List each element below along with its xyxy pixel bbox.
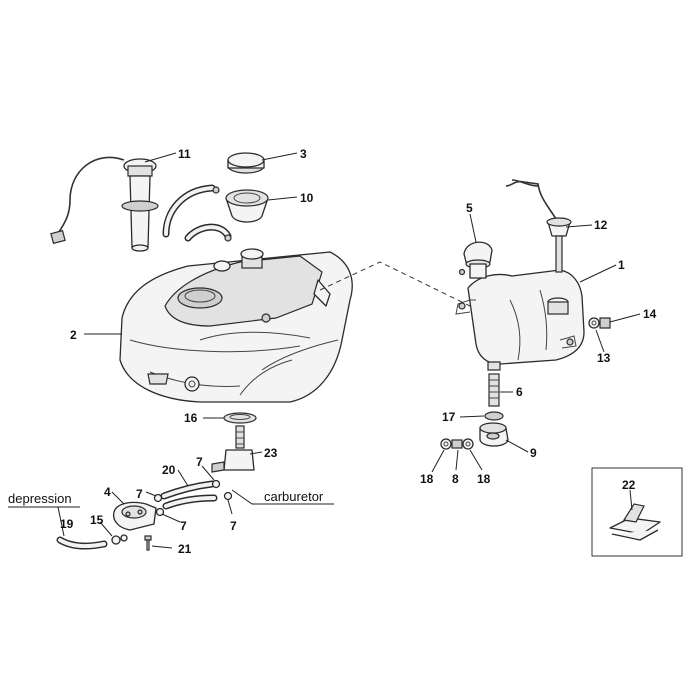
clip-nut-inset bbox=[591, 467, 683, 557]
fuel-tank bbox=[119, 248, 353, 403]
label-part-17: 17 bbox=[442, 410, 456, 424]
fuel-level-sensor bbox=[50, 156, 159, 252]
label-part-16: 16 bbox=[184, 411, 198, 425]
label-part-19: 19 bbox=[60, 517, 74, 531]
oil-tank bbox=[455, 269, 585, 371]
fuel-tap bbox=[211, 425, 255, 473]
breather-hose bbox=[162, 184, 232, 242]
clips-7 bbox=[153, 479, 233, 517]
label-part-7d: 7 bbox=[230, 519, 237, 533]
vacuum-hose bbox=[56, 536, 108, 550]
label-part-10: 10 bbox=[300, 191, 314, 205]
label-part-21: 21 bbox=[178, 542, 192, 556]
label-part-14: 14 bbox=[643, 307, 657, 321]
label-part-5: 5 bbox=[466, 201, 473, 215]
fuel-cap bbox=[227, 152, 265, 174]
banjo-bolt bbox=[440, 438, 474, 450]
label-part-11: 11 bbox=[178, 147, 191, 161]
label-part-7b: 7 bbox=[136, 487, 143, 501]
label-part-18b: 18 bbox=[477, 472, 491, 486]
label-part-1: 1 bbox=[618, 258, 625, 272]
label-part-7c: 7 bbox=[180, 519, 187, 533]
label-part-4: 4 bbox=[104, 485, 111, 499]
oil-cap bbox=[458, 241, 493, 279]
filler-neck bbox=[225, 189, 269, 223]
oil-fitting bbox=[479, 422, 509, 447]
vacuum-fuel-pump bbox=[112, 501, 157, 531]
label-part-12: 12 bbox=[594, 218, 608, 232]
hose-end-15 bbox=[111, 534, 128, 545]
label-part-6: 6 bbox=[516, 385, 523, 399]
label-part-2: 2 bbox=[70, 328, 77, 342]
screw-21 bbox=[144, 535, 152, 551]
label-part-13: 13 bbox=[597, 351, 611, 365]
label-part-22: 22 bbox=[622, 478, 636, 492]
label-part-7a: 7 bbox=[196, 455, 203, 469]
annotation-carburetor: carburetor bbox=[264, 489, 324, 504]
label-part-3: 3 bbox=[300, 147, 307, 161]
oil-tank-bolt bbox=[588, 317, 611, 329]
label-part-15: 15 bbox=[90, 513, 104, 527]
label-part-18a: 18 bbox=[420, 472, 434, 486]
label-part-8: 8 bbox=[452, 472, 459, 486]
label-part-9: 9 bbox=[530, 446, 537, 460]
hose-clip-17 bbox=[484, 411, 504, 421]
oil-outlet-pipe bbox=[488, 373, 500, 407]
label-part-23: 23 bbox=[264, 446, 278, 460]
leader-lines bbox=[8, 152, 641, 549]
part-numbers: 11 3 10 2 5 12 1 14 13 6 17 9 18 8 18 16… bbox=[60, 147, 657, 556]
hose-clamp-16 bbox=[223, 412, 257, 424]
oil-level-sensor bbox=[505, 179, 572, 273]
label-part-20: 20 bbox=[162, 463, 176, 477]
annotation-depression: depression bbox=[8, 491, 72, 506]
fuel-hose bbox=[160, 480, 218, 510]
